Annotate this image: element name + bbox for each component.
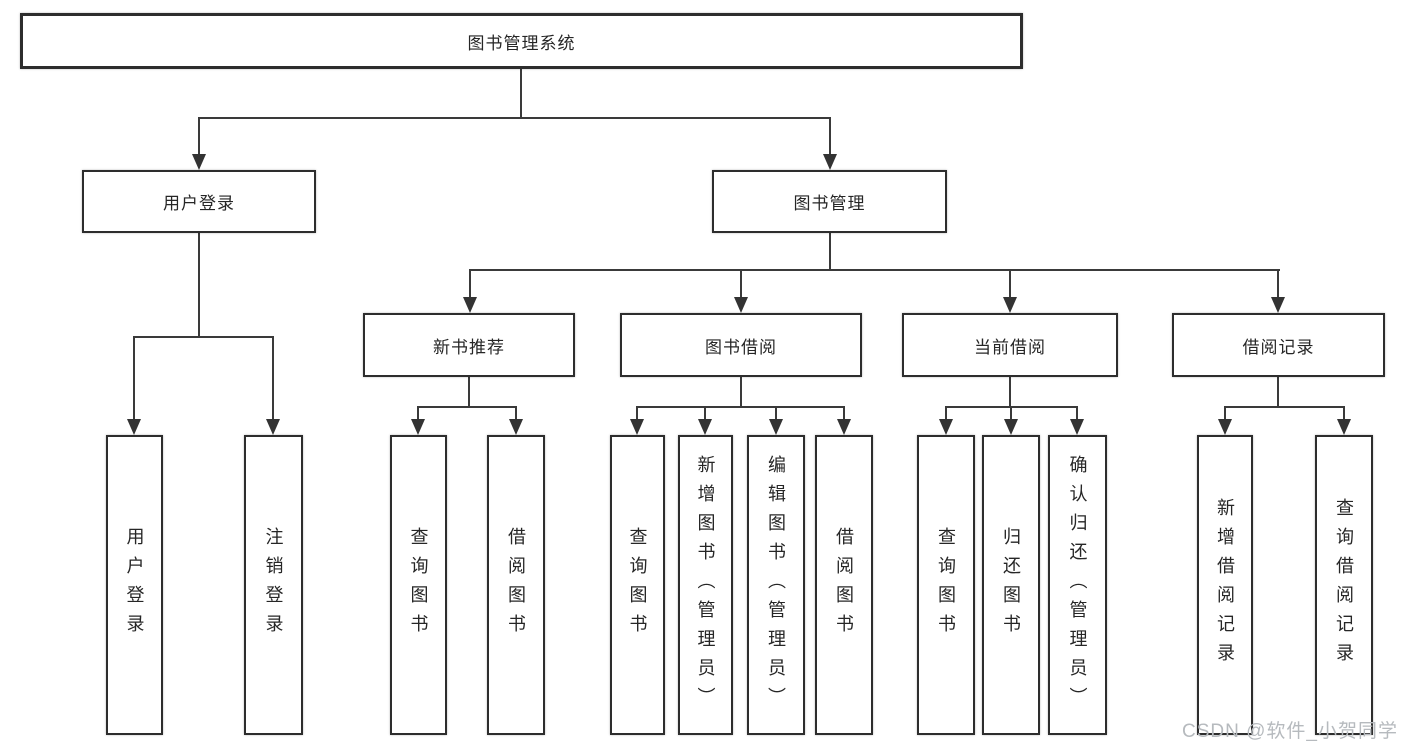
- arrow-down-icon: [1271, 297, 1285, 313]
- leaf-edit-books-admin: 编辑图书（管理员）: [747, 435, 805, 735]
- connector-line: [520, 69, 522, 118]
- connector-line: [1009, 377, 1011, 408]
- arrow-down-icon: [192, 154, 206, 170]
- connector-line: [1010, 406, 1012, 420]
- arrow-down-icon: [769, 419, 783, 435]
- connector-line: [272, 336, 274, 420]
- arrow-down-icon: [509, 419, 523, 435]
- node-label: 借阅图书: [834, 527, 854, 643]
- node-label: 借阅图书: [506, 527, 526, 643]
- leaf-add-books-admin: 新增图书（管理员）: [678, 435, 733, 735]
- node-label: 当前借阅: [974, 337, 1046, 357]
- leaf-add-borrow-record: 新增借阅记录: [1197, 435, 1253, 735]
- connector-line: [198, 117, 200, 155]
- connector-line: [1076, 406, 1078, 420]
- connector-line: [1224, 406, 1345, 408]
- connector-line: [740, 269, 742, 298]
- node-current-borrowing: 当前借阅: [902, 313, 1118, 377]
- node-label: 查询借阅记录: [1334, 498, 1354, 672]
- node-label: 用户登录: [163, 194, 235, 213]
- watermark: CSDN @软件_小贺同学: [1182, 721, 1398, 742]
- arrow-down-icon: [463, 297, 477, 313]
- node-borrowing-records: 借阅记录: [1172, 313, 1385, 377]
- leaf-confirm-return-admin: 确认归还（管理员）: [1048, 435, 1107, 735]
- arrow-down-icon: [939, 419, 953, 435]
- connector-line: [636, 406, 638, 420]
- connector-line: [1277, 269, 1279, 298]
- leaf-borrow-books: 借阅图书: [815, 435, 873, 735]
- leaf-user-login: 用户登录: [106, 435, 163, 735]
- node-label: 归还图书: [1001, 527, 1021, 643]
- connector-line: [843, 406, 845, 420]
- connector-line: [740, 377, 742, 408]
- node-new-book-recommendation: 新书推荐: [363, 313, 575, 377]
- leaf-borrow-books-recommend: 借阅图书: [487, 435, 545, 735]
- arrow-down-icon: [1003, 297, 1017, 313]
- connector-line: [1009, 269, 1011, 298]
- connector-line: [945, 406, 947, 420]
- arrow-down-icon: [1004, 419, 1018, 435]
- node-book-borrowing: 图书借阅: [620, 313, 862, 377]
- connector-line: [1343, 406, 1345, 420]
- node-label: 图书借阅: [705, 337, 777, 357]
- arrow-down-icon: [630, 419, 644, 435]
- arrow-down-icon: [1070, 419, 1084, 435]
- arrow-down-icon: [734, 297, 748, 313]
- connector-line: [198, 117, 831, 119]
- node-label: 查询图书: [627, 527, 648, 643]
- connector-line: [133, 336, 274, 338]
- node-user-login: 用户登录: [82, 170, 316, 233]
- arrow-down-icon: [411, 419, 425, 435]
- connector-line: [198, 233, 200, 337]
- arrow-down-icon: [266, 419, 280, 435]
- connector-line: [829, 233, 831, 271]
- connector-line: [636, 406, 845, 408]
- node-label: 查询图书: [408, 527, 429, 643]
- node-label: 查询图书: [936, 527, 956, 643]
- leaf-query-books-current: 查询图书: [917, 435, 975, 735]
- connector-line: [775, 406, 777, 420]
- node-label: 新书推荐: [433, 337, 505, 357]
- leaf-query-books-recommend: 查询图书: [390, 435, 447, 735]
- connector-line: [829, 117, 831, 155]
- arrow-down-icon: [1218, 419, 1232, 435]
- connector-line: [417, 406, 419, 420]
- connector-line: [1277, 377, 1279, 408]
- connector-line: [133, 336, 135, 420]
- leaf-query-books-borrowing: 查询图书: [610, 435, 665, 735]
- connector-line: [1224, 406, 1226, 420]
- node-label: 借阅记录: [1242, 337, 1315, 357]
- arrow-down-icon: [127, 419, 141, 435]
- node-root-system: 图书管理系统: [20, 13, 1023, 69]
- node-label: 编辑图书（管理员）: [766, 454, 786, 716]
- node-label: 用户登录: [124, 527, 145, 643]
- arrow-down-icon: [823, 154, 837, 170]
- connector-line: [469, 269, 1280, 271]
- leaf-logout: 注销登录: [244, 435, 303, 735]
- arrow-down-icon: [837, 419, 851, 435]
- connector-line: [468, 377, 470, 408]
- node-label: 图书管理系统: [467, 33, 576, 53]
- connector-line: [469, 269, 471, 298]
- leaf-return-books: 归还图书: [982, 435, 1040, 735]
- leaf-query-borrow-record: 查询借阅记录: [1315, 435, 1373, 735]
- node-label: 注销登录: [263, 527, 284, 643]
- connector-line: [515, 406, 517, 420]
- arrow-down-icon: [1337, 419, 1351, 435]
- node-label: 确认归还（管理员）: [1067, 454, 1088, 716]
- connector-line: [417, 406, 517, 408]
- node-label: 图书管理: [793, 194, 866, 213]
- connector-line: [704, 406, 706, 420]
- arrow-down-icon: [698, 419, 712, 435]
- node-label: 新增图书（管理员）: [695, 454, 716, 716]
- node-label: 新增借阅记录: [1215, 498, 1235, 672]
- node-book-management: 图书管理: [712, 170, 947, 233]
